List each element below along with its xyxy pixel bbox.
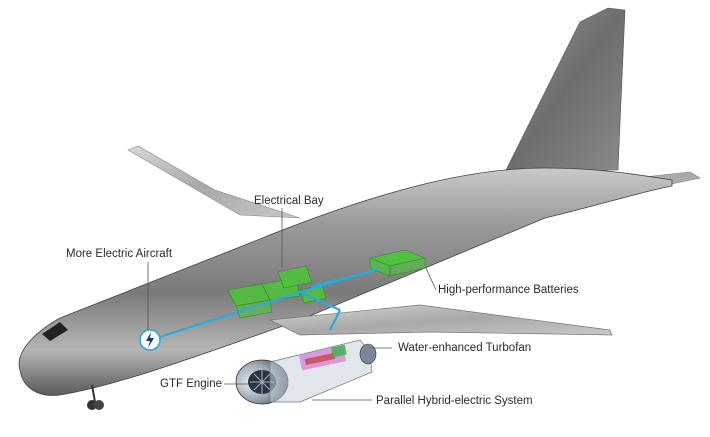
- battery-packs: [368, 249, 427, 277]
- label-hybrid-system: Parallel Hybrid-electric System: [376, 395, 533, 407]
- label-batteries: High-performance Batteries: [438, 284, 579, 296]
- hybrid-electric-core: [298, 344, 347, 371]
- label-electrical-bay: Electrical Bay: [254, 195, 324, 207]
- cockpit-window: [42, 322, 68, 341]
- power-cables: [149, 266, 381, 342]
- near-wing: [268, 304, 613, 336]
- label-more-electric-aircraft: More Electric Aircraft: [66, 248, 173, 260]
- leader-lines: [147, 208, 437, 401]
- lightning-bolt-icon: [139, 329, 161, 351]
- nose-landing-gear: [87, 384, 104, 410]
- fuselage: [18, 167, 673, 396]
- label-gtf-engine: GTF Engine: [160, 378, 222, 390]
- vertical-tail: [504, 7, 626, 173]
- far-wing: [127, 145, 301, 219]
- label-turbofan: Water-enhanced Turbofan: [398, 342, 532, 354]
- gtf-engine: [235, 339, 377, 405]
